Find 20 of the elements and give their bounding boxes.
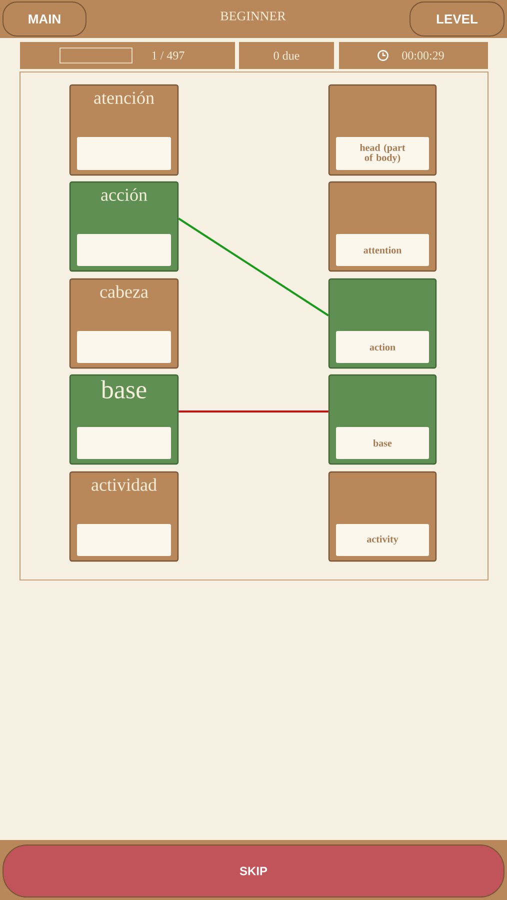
screen-title: BEGINNER — [220, 12, 286, 20]
board-frame — [20, 72, 488, 580]
stat-cell: 00:00:29 — [339, 42, 488, 69]
meaning-card: head (part of body) — [328, 84, 437, 176]
meaning-card: activity — [328, 471, 437, 562]
skip-button: SKIP — [2, 844, 504, 898]
meaning-card: base — [328, 374, 437, 465]
word-card: acción — [69, 181, 179, 272]
word-card: atención — [69, 84, 179, 176]
meaning-card: action — [328, 278, 437, 369]
main-button: MAIN — [2, 2, 86, 36]
connecting-line — [178, 218, 329, 316]
word-card: cabeza — [69, 278, 179, 369]
meaning-card: attention — [328, 181, 437, 272]
word-card: actividad — [69, 471, 179, 562]
connecting-line — [178, 410, 328, 412]
stat-cell: 1 / 497 — [20, 42, 235, 69]
level-button: LEVEL — [410, 2, 504, 36]
word-card: base — [69, 374, 179, 465]
stat-cell: 0 due — [239, 42, 334, 69]
